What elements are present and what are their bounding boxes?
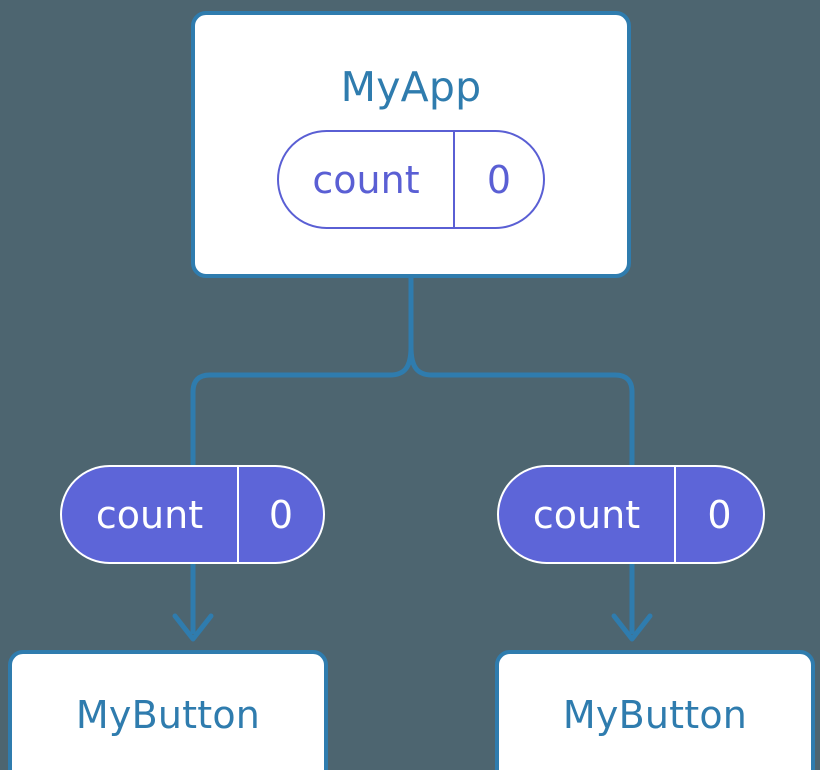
component-box-mybutton-right[interactable]: MyButton <box>495 650 815 770</box>
state-flow-branch-left <box>190 346 414 465</box>
state-pill-value: 0 <box>486 157 512 202</box>
prop-pill-left[interactable]: count 0 <box>60 465 325 564</box>
prop-pill-value: 0 <box>707 492 732 537</box>
prop-pill-value: 0 <box>268 492 294 537</box>
prop-arrow-left-head <box>172 613 214 642</box>
state-pill-myapp[interactable]: count 0 <box>277 130 545 229</box>
component-label-myapp: MyApp <box>340 63 482 111</box>
prop-arrow-right-head <box>611 613 653 642</box>
component-box-mybutton-left[interactable]: MyButton <box>8 650 328 770</box>
component-label-mybutton-right: MyButton <box>562 693 748 737</box>
component-label-mybutton-left: MyButton <box>75 693 261 737</box>
state-pill-key: count <box>279 132 455 227</box>
state-flow-branch-right <box>408 346 635 465</box>
prop-pill-key: count <box>62 467 239 562</box>
prop-pill-right[interactable]: count 0 <box>497 465 765 564</box>
prop-pill-key: count <box>499 467 676 562</box>
